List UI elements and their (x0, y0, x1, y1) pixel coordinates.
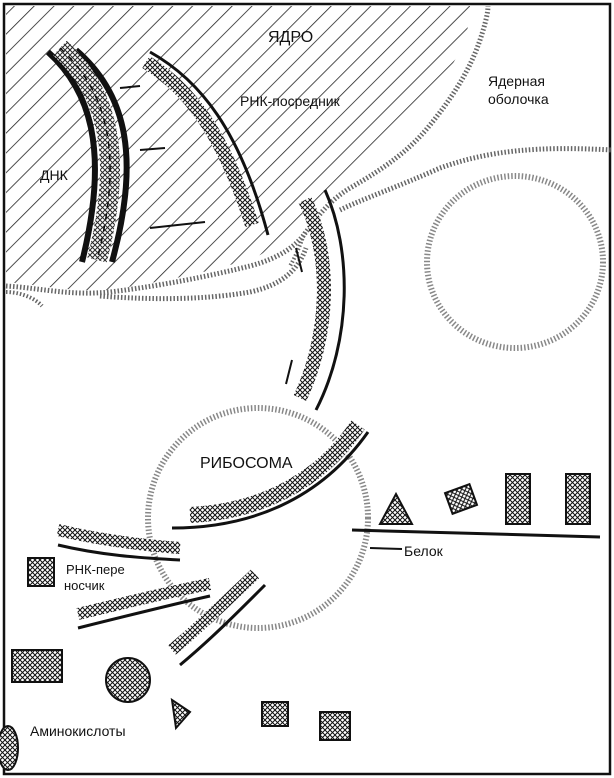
mrna-on-ribosome (172, 425, 368, 528)
protein-chain (352, 474, 600, 537)
label-nucleus: ЯДРО (268, 29, 313, 46)
label-envelope-2: оболочка (488, 91, 549, 107)
label-trna-1: РНК-пере (66, 562, 125, 577)
trna-group (58, 530, 265, 665)
label-dna: ДНК (40, 167, 69, 183)
label-amino-acids: Аминокислоты (30, 723, 126, 739)
label-protein: Белок (404, 543, 444, 559)
label-mrna: РНК-посредник (240, 93, 341, 109)
label-envelope-1: Ядерная (488, 73, 545, 89)
organelle-circle (427, 176, 603, 348)
mrna-strand-cytoplasm (300, 190, 344, 410)
label-ribosome: РИБОСОМА (200, 455, 293, 472)
label-trna-2: носчик (64, 578, 105, 593)
